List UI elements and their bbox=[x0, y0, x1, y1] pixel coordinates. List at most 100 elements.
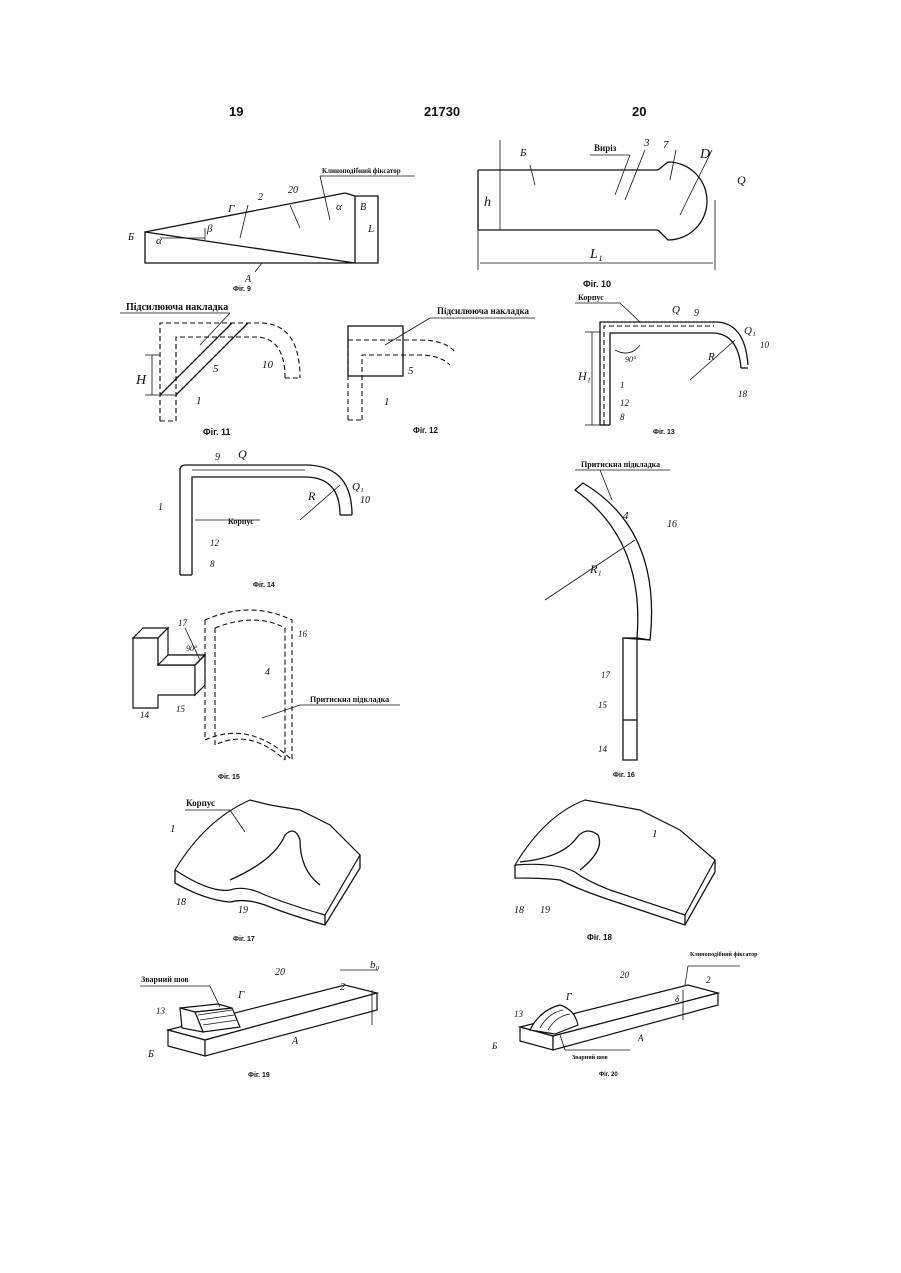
fig14-ref-9: 9 bbox=[215, 452, 220, 463]
fig10-ref-h: h bbox=[484, 195, 491, 210]
fig20-ref-g: Г bbox=[565, 992, 572, 1003]
fig18-ref-19: 19 bbox=[540, 905, 550, 916]
fig14-ref-12: 12 bbox=[210, 538, 220, 548]
fig20-caption: Фіг. 20 bbox=[599, 1072, 618, 1078]
fig10-cut-label: Виріз bbox=[594, 143, 617, 153]
fig11-ref-5: 5 bbox=[213, 363, 219, 375]
fig9-drawing bbox=[145, 176, 415, 272]
fig9-ref-alpha-left: α bbox=[156, 235, 162, 247]
fig14-ref-8: 8 bbox=[210, 559, 215, 569]
fig13-ref-10: 10 bbox=[760, 340, 770, 350]
fig9-ref-g: Г bbox=[227, 203, 235, 215]
fig13-ref-12: 12 bbox=[620, 398, 630, 408]
fig13-caption: Фіг. 13 bbox=[653, 428, 675, 436]
fig13-ref-1: 1 bbox=[620, 380, 625, 390]
patent-number: 21730 bbox=[424, 104, 460, 119]
fig16-caption: Фіг. 16 bbox=[613, 771, 635, 779]
fig19-seam-label: Зварний шов bbox=[141, 975, 189, 984]
fig13-ref-90: 90° bbox=[625, 355, 637, 364]
fig12-caption: Фіг. 12 bbox=[413, 426, 438, 435]
fig19-caption: Фіг. 19 bbox=[248, 1071, 270, 1079]
fig20-fixator-label: Клиноподібний фіксатор bbox=[690, 951, 758, 958]
fig14-ref-1: 1 bbox=[158, 502, 163, 513]
fig11-ref-10: 10 bbox=[262, 359, 274, 371]
fig9-ref-20: 20 bbox=[288, 185, 298, 196]
fig11-pad-label: Підсилююча накладка bbox=[126, 302, 228, 313]
fig14-ref-r: R bbox=[307, 489, 316, 503]
fig19-ref-a: А bbox=[291, 1036, 299, 1047]
fig16-ref-4: 4 bbox=[623, 510, 629, 522]
fig10-ref-q: Q bbox=[737, 173, 746, 187]
fig13-ref-r: R bbox=[707, 351, 715, 363]
fig11-caption: Фіг. 11 bbox=[203, 427, 231, 437]
fig10-drawing bbox=[478, 140, 715, 270]
fig19-drawing bbox=[140, 970, 378, 1056]
fig20-drawing bbox=[520, 966, 740, 1050]
fig15-ref-16: 16 bbox=[298, 629, 308, 639]
fig9-ref-l: L bbox=[367, 223, 374, 235]
fig11-drawing bbox=[120, 313, 300, 421]
fig11-ref-1: 1 bbox=[196, 395, 202, 407]
fig17-drawing bbox=[175, 800, 360, 925]
fig13-ref-q1: Q₁ bbox=[744, 325, 756, 337]
fig15-pad-label: Притискна підкладка bbox=[310, 695, 389, 704]
fig14-caption: Фіг. 14 bbox=[253, 581, 275, 589]
fig12-ref-1: 1 bbox=[384, 396, 390, 408]
fig10-ref-7: 7 bbox=[663, 139, 669, 151]
fig16-ref-15: 15 bbox=[598, 700, 608, 710]
fig14-ref-q1: Q₁ bbox=[352, 481, 364, 493]
fig17-ref-19: 19 bbox=[238, 905, 248, 916]
fig13-ref-q: Q bbox=[672, 304, 680, 316]
fig9-ref-2: 2 bbox=[258, 192, 263, 203]
fig14-ref-q: Q bbox=[238, 447, 247, 461]
fig19-ref-b: Б bbox=[147, 1049, 154, 1060]
fig13-ref-9: 9 bbox=[694, 308, 699, 319]
fig20-ref-13: 13 bbox=[514, 1009, 524, 1019]
fig11-ref-h: H bbox=[135, 373, 147, 388]
fig15-ref-15: 15 bbox=[176, 704, 186, 714]
fig16-pad-label: Притискна підкладка bbox=[581, 460, 660, 469]
fig9-fixator-label: Клиноподібний фіксатор bbox=[322, 167, 401, 175]
fig10-ref-b: Б bbox=[519, 147, 527, 159]
fig14-body-label: Корпус bbox=[228, 517, 254, 526]
fig12-ref-5: 5 bbox=[408, 365, 414, 377]
fig13-ref-h1: H₁ bbox=[577, 369, 591, 383]
fig10-ref-d: D bbox=[699, 147, 710, 162]
fig9-caption: Фіг. 9 bbox=[233, 285, 251, 293]
fig13-ref-18: 18 bbox=[738, 389, 748, 399]
fig14-drawing bbox=[180, 465, 352, 575]
fig19-ref-2: 2 bbox=[340, 982, 345, 993]
fig12-drawing bbox=[348, 318, 535, 420]
fig16-ref-16: 16 bbox=[667, 519, 677, 530]
left-page-number: 19 bbox=[229, 104, 243, 119]
fig15-ref-4: 4 bbox=[265, 667, 270, 678]
fig17-ref-1: 1 bbox=[170, 823, 176, 835]
fig18-drawing bbox=[515, 800, 715, 925]
fig20-ref-delta: δ bbox=[675, 994, 680, 1004]
fig10-caption: Фіг. 10 bbox=[583, 279, 611, 289]
fig20-ref-20: 20 bbox=[620, 970, 630, 980]
fig9-ref-a: А bbox=[244, 274, 252, 285]
fig15-ref-17: 17 bbox=[178, 618, 188, 628]
fig13-drawing bbox=[575, 303, 748, 425]
fig15-ref-14: 14 bbox=[140, 710, 150, 720]
fig15-drawing bbox=[133, 610, 400, 760]
fig13-ref-8: 8 bbox=[620, 412, 625, 422]
fig12-pad-label: Підсилююча накладка bbox=[437, 306, 530, 316]
fig15-ref-90: 90° bbox=[186, 644, 198, 653]
fig17-ref-18: 18 bbox=[176, 897, 186, 908]
fig20-seam-label: Зварний шов bbox=[572, 1054, 609, 1061]
fig9-ref-alpha-right: α bbox=[336, 201, 342, 213]
fig18-ref-1: 1 bbox=[652, 828, 658, 840]
fig16-drawing bbox=[545, 470, 670, 760]
